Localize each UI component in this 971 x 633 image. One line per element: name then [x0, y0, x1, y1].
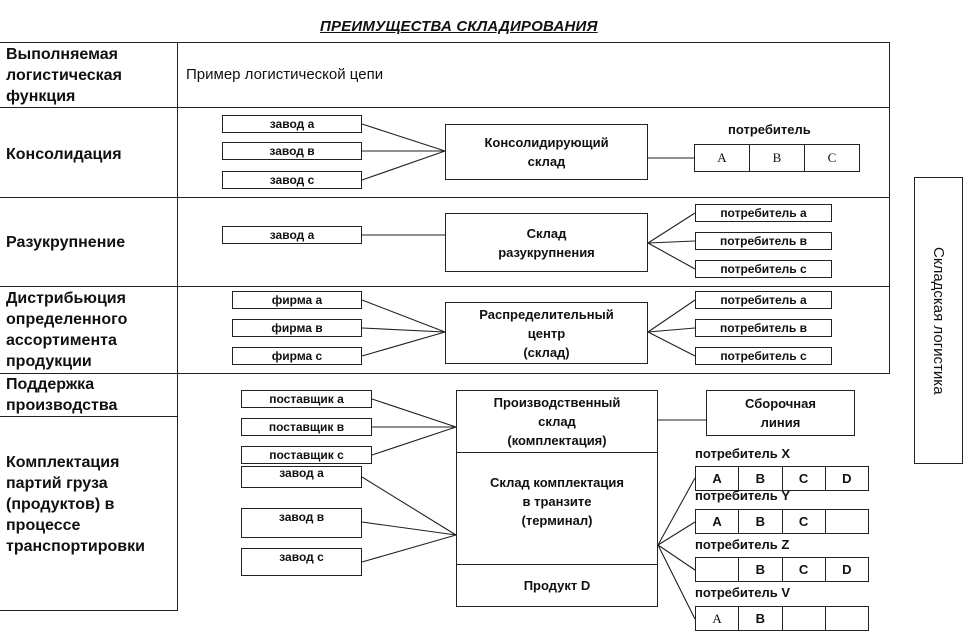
consumer-cell: A: [712, 610, 722, 626]
consumer-box: потребитель в: [695, 319, 832, 337]
consumer-cell: B: [738, 558, 781, 581]
consumer-cell: C: [781, 467, 825, 490]
consumer-label: потребитель V: [695, 585, 790, 600]
consumer-cell: A: [717, 150, 727, 165]
consumer-box: потребитель в: [695, 232, 832, 250]
supplier-box: поставщик в: [241, 418, 372, 436]
consumer-box: потребитель а: [695, 204, 832, 222]
source-box: завод а: [222, 115, 362, 133]
consumer-cells: B C D: [695, 557, 869, 582]
consumer-cell: C: [804, 145, 859, 171]
consumer-cell: A: [712, 471, 722, 486]
side-label-box: Складская логистика: [914, 177, 963, 464]
label-breakbulk: Разукрупнение: [6, 234, 126, 251]
table-border-right: [889, 42, 890, 374]
consumer-box: потребитель а: [695, 291, 832, 309]
consumer-cells: A B C: [694, 144, 860, 172]
source-box: завод с: [241, 548, 362, 576]
consumer-cell: [696, 558, 738, 581]
label-distribution: Дистрибьюция определенного ассортимента …: [6, 290, 128, 370]
header-example: Пример логистической цепи: [186, 66, 384, 83]
row-divider: [0, 286, 890, 287]
source-box: фирма с: [232, 347, 362, 365]
label-production: Поддержка производства: [6, 376, 118, 414]
row-divider: [0, 373, 890, 374]
consumer-cells: A B: [695, 606, 869, 631]
consumer-cell: B: [749, 145, 804, 171]
label-transit: Комплектация партий груза (продуктов) в …: [6, 454, 145, 555]
consumer-cell: D: [824, 467, 868, 490]
consumer-cell: A: [712, 514, 722, 529]
supplier-box: поставщик а: [241, 390, 372, 408]
source-box: завод а: [241, 466, 362, 488]
supplier-box: поставщик с: [241, 446, 372, 464]
source-box: завод а: [222, 226, 362, 244]
source-box: завод с: [222, 171, 362, 189]
source-box: фирма а: [232, 291, 362, 309]
consumer-cell: D: [824, 558, 868, 581]
table-border-top: [0, 42, 890, 43]
consumer-box: потребитель с: [695, 347, 832, 365]
label-consolidation: Консолидация: [6, 146, 122, 163]
consumer-cell: C: [781, 558, 825, 581]
page-title: ПРЕИМУЩЕСТВА СКЛАДИРОВАНИЯ: [320, 18, 598, 35]
consumer-cell: [824, 607, 868, 630]
source-box: фирма в: [232, 319, 362, 337]
consumer-cell: B: [738, 607, 781, 630]
consumer-cell: [781, 607, 825, 630]
header-function: Выполняемая логистическая функция: [6, 46, 122, 105]
consumer-label: потребитель Y: [695, 488, 790, 503]
consumer-cells: A B C D: [695, 466, 869, 491]
product-d-box: Продукт D: [456, 564, 658, 607]
row-divider: [0, 197, 890, 198]
consumer-label: потребитель Z: [695, 537, 790, 552]
consumer-label: потребитель X: [695, 446, 790, 461]
column-divider: [177, 42, 178, 610]
row-divider: [0, 107, 890, 108]
consumer-cell: C: [781, 510, 825, 533]
consumer-cell: B: [738, 510, 781, 533]
consumer-label: потребитель: [728, 122, 811, 137]
source-box: завод в: [222, 142, 362, 160]
consumer-cell: [824, 510, 868, 533]
side-label: Складская логистика: [930, 246, 947, 395]
source-box: завод в: [241, 508, 362, 538]
consumer-cell: B: [738, 467, 781, 490]
row-divider: [0, 416, 178, 417]
consumer-box: потребитель с: [695, 260, 832, 278]
table-border-bottom: [0, 610, 178, 611]
consumer-cells: A B C: [695, 509, 869, 534]
